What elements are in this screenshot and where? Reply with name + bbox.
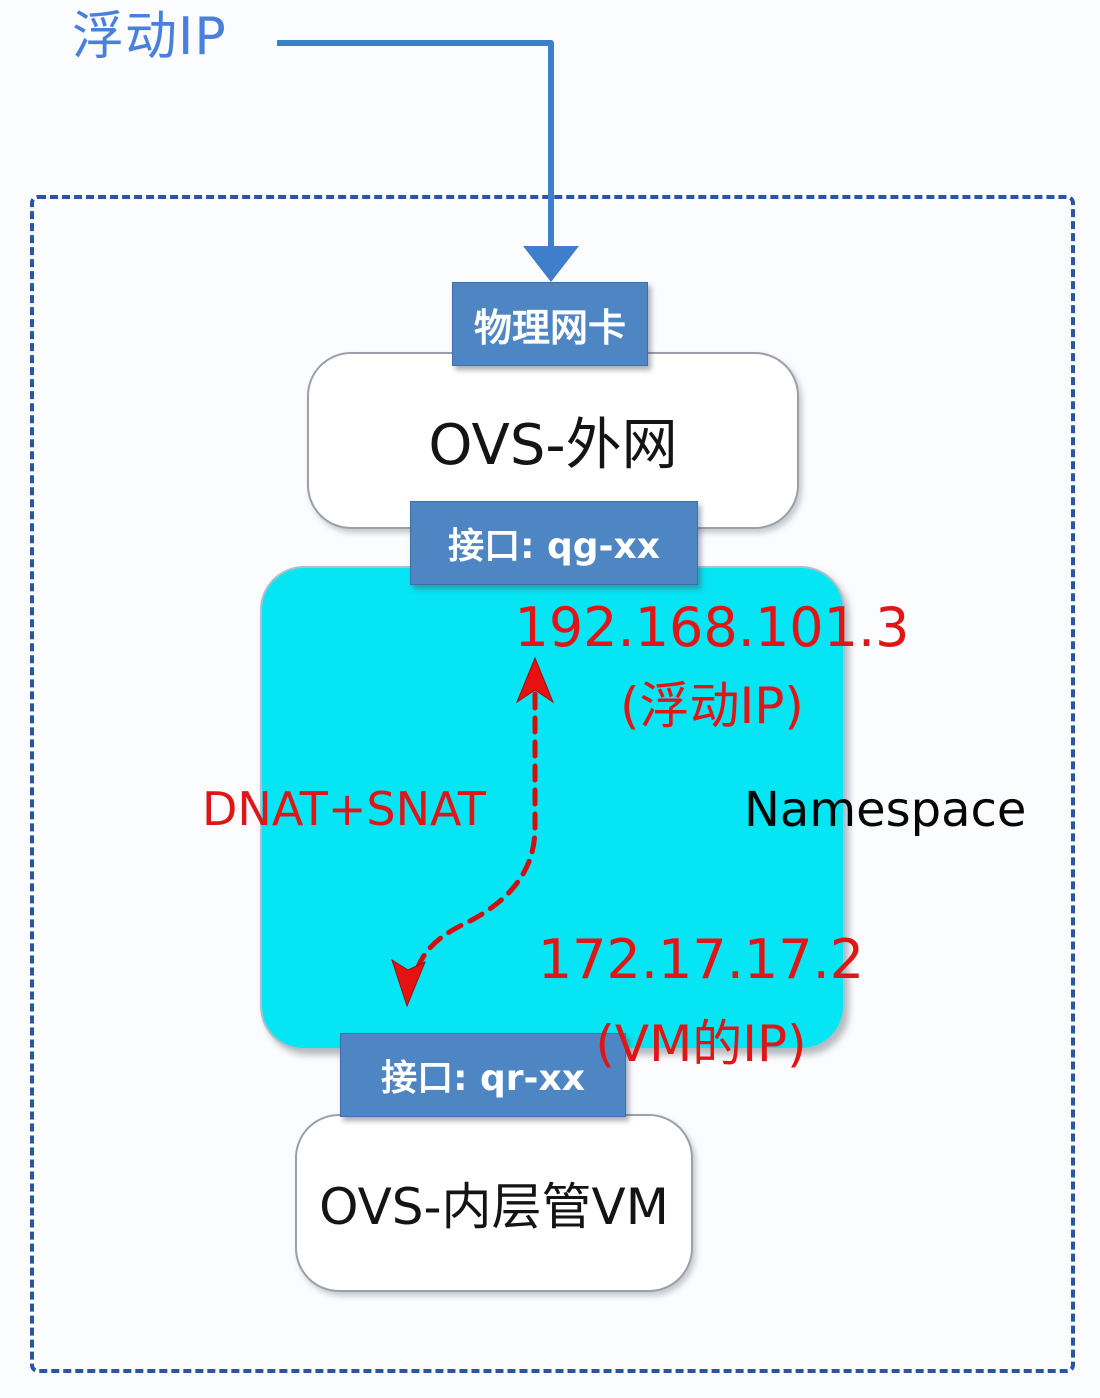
physical-nic-label: 物理网卡	[473, 305, 626, 350]
qg-interface-label: 接口: qg-xx	[448, 526, 660, 567]
qg-interface-tag: 接口: qg-xx	[410, 501, 698, 585]
floating-ip-value: 192.168.101.3	[514, 596, 910, 659]
dnat-snat-label: DNAT+SNAT	[202, 782, 486, 836]
floating-ip-caption: (浮动IP)	[620, 677, 804, 735]
ovs-inner-vm-box: OVS-内层管VM	[295, 1114, 693, 1292]
ovs-inner-vm-label: OVS-内层管VM	[319, 1178, 669, 1236]
floating-ip-label: 浮动IP	[72, 7, 227, 67]
qr-interface-label: 接口: qr-xx	[381, 1058, 585, 1099]
qr-interface-tag: 接口: qr-xx	[340, 1033, 626, 1117]
vm-ip-caption: (VM的IP)	[595, 1015, 807, 1073]
ovs-external-label: OVS-外网	[428, 413, 678, 478]
physical-nic-tag: 物理网卡	[452, 282, 648, 366]
namespace-label: Namespace	[744, 782, 1027, 838]
vm-ip-value: 172.17.17.2	[537, 928, 865, 991]
